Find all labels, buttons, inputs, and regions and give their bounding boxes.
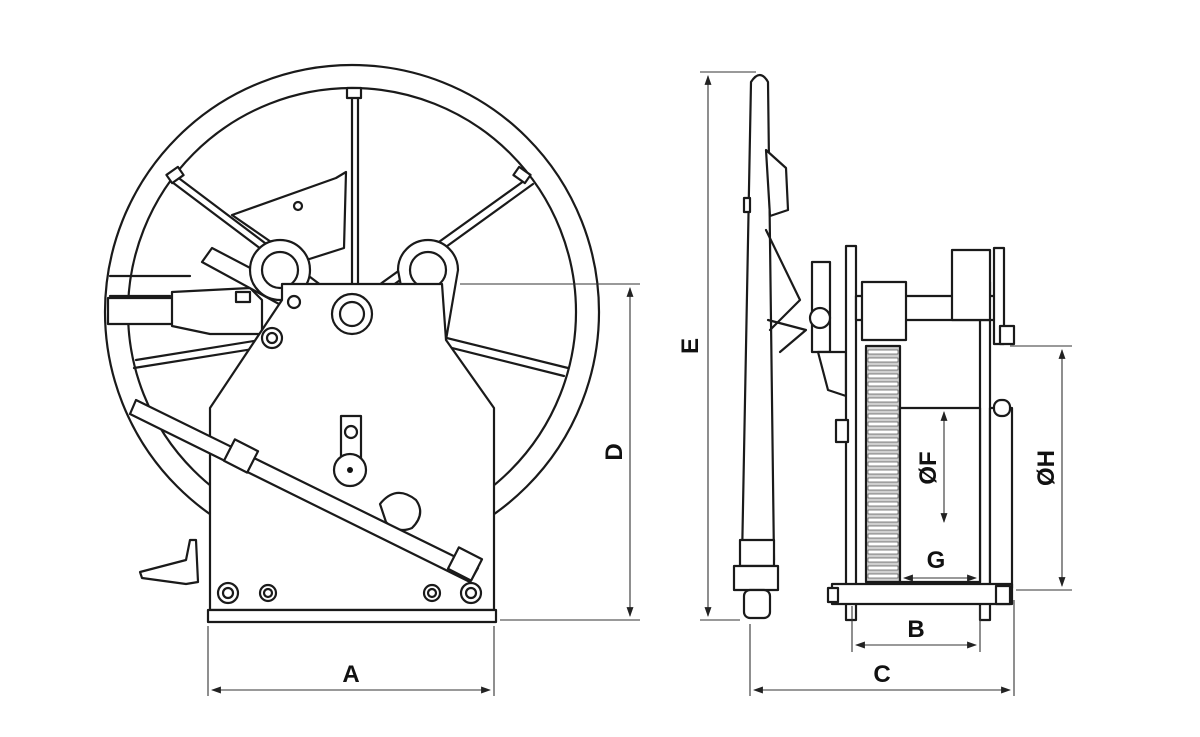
hub	[330, 292, 374, 336]
gear-tooth	[867, 477, 899, 483]
gear-tooth	[867, 421, 899, 427]
drum-core	[898, 406, 982, 584]
base-bolts	[216, 581, 483, 605]
gear-tooth	[867, 437, 899, 443]
gear-tooth	[867, 533, 899, 539]
gear-tooth	[867, 389, 899, 395]
dim-label-g: G	[927, 547, 946, 574]
gear-tooth	[867, 373, 899, 379]
gear-tooth	[867, 517, 899, 523]
swivel-joint	[808, 260, 848, 398]
dim-label-b: B	[907, 616, 924, 643]
dim-label-a: A	[342, 661, 359, 688]
gear-tooth	[867, 397, 899, 403]
gear-tooth	[867, 469, 899, 475]
gear-tooth	[867, 501, 899, 507]
dim-label-c: C	[873, 661, 890, 688]
gear-teeth	[867, 349, 899, 579]
gear-tooth	[867, 349, 899, 355]
dim-label-f: ØF	[915, 451, 942, 484]
drum-plate-right	[978, 280, 992, 622]
gear-tooth	[867, 413, 899, 419]
gear-tooth	[867, 365, 899, 371]
inlet-pipe	[106, 274, 264, 336]
gear-tooth	[867, 573, 899, 579]
gear-tooth	[867, 509, 899, 515]
hose-coupling	[732, 538, 780, 620]
base-bar	[206, 608, 498, 624]
side-view	[732, 73, 1016, 622]
hex-nut	[260, 326, 284, 350]
dim-label-e: E	[677, 338, 704, 354]
gear-tooth	[867, 453, 899, 459]
gear-tooth	[867, 525, 899, 531]
side-wheel-rim	[740, 73, 776, 562]
gear-tooth	[867, 493, 899, 499]
gear-tooth	[867, 485, 899, 491]
drive-gear	[864, 344, 902, 584]
gear-tooth	[867, 565, 899, 571]
brake-assembly	[332, 414, 422, 532]
gear-tooth	[867, 381, 899, 387]
gear-tooth	[867, 461, 899, 467]
gear-tooth	[867, 557, 899, 563]
dim-label-h: ØH	[1033, 450, 1060, 486]
gear-tooth	[867, 445, 899, 451]
dim-label-d: D	[601, 443, 628, 460]
foot-pedal	[138, 538, 200, 586]
front-view	[103, 63, 601, 624]
side-base-rail	[830, 582, 1014, 606]
gear-tooth	[867, 549, 899, 555]
gear-tooth	[867, 357, 899, 363]
gear-tooth	[867, 405, 899, 411]
gear-tooth	[867, 429, 899, 435]
gear-tooth	[867, 541, 899, 547]
dimensions: A B C D E ØF G ØH	[207, 71, 1072, 696]
